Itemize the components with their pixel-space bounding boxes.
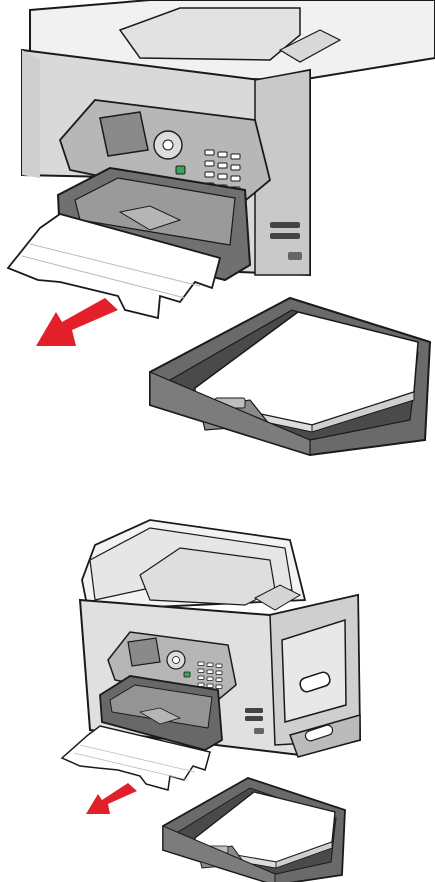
top-panel [8,0,435,455]
arrow-icon [86,783,137,814]
bottom-panel [62,520,360,882]
paper-tray-icon [163,778,345,882]
printer-icon [80,520,360,757]
paper-tray-icon [150,298,430,455]
arrow-icon [36,298,118,346]
